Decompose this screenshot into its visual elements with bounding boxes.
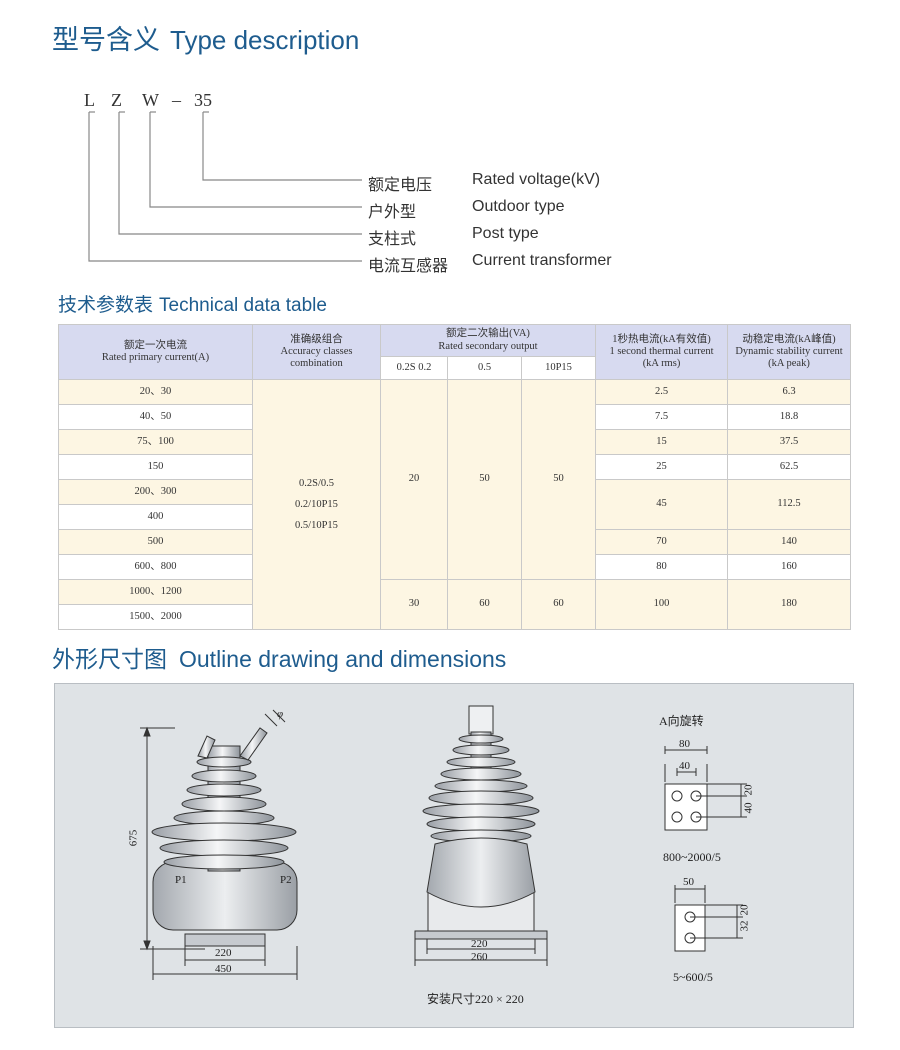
header-sub-02s: 0.2S 0.2 xyxy=(380,356,448,380)
secondary-cell: 30 xyxy=(380,579,448,630)
width-220-label: 220 xyxy=(215,947,232,959)
range-800-2000-label: 800~2000/5 xyxy=(663,850,721,864)
primary-cell: 200、300 xyxy=(58,479,253,505)
primary-cell: 400 xyxy=(58,504,253,530)
header-dynamic: 动稳定电流(kA峰值)Dynamic stability current(kA … xyxy=(727,324,851,380)
header-thermal: 1秒热电流(kA有效值)1 second thermal current(kA … xyxy=(595,324,728,380)
outline-drawing-panel: 675 P1 P2 φ 220 450 220 260 安装尺寸220 × 22… xyxy=(54,683,854,1028)
title-cn: 型号含义 xyxy=(52,25,160,56)
code-letter-z: Z xyxy=(111,90,122,110)
p1-label: P1 xyxy=(175,874,187,886)
dim-20b-label: 20 xyxy=(738,904,751,916)
secondary-cell: 60 xyxy=(447,579,522,630)
outline-drawings xyxy=(140,705,747,980)
height-675-label: 675 xyxy=(127,829,140,847)
thermal-cell: 2.5 xyxy=(595,379,728,405)
header-sub-10p15: 10P15 xyxy=(521,356,596,380)
dim-20-label: 20 xyxy=(742,784,755,796)
thermal-cell: 100 xyxy=(595,579,728,630)
dim-50-label: 50 xyxy=(683,876,694,888)
dynamic-cell: 18.8 xyxy=(727,404,851,430)
header-sub-05: 0.5 xyxy=(447,356,522,380)
dynamic-cell: 140 xyxy=(727,529,851,555)
phi-label: φ xyxy=(277,708,284,720)
primary-cell: 150 xyxy=(58,454,253,480)
secondary-cell: 50 xyxy=(447,379,522,580)
title-en: Type description xyxy=(170,25,360,55)
dim-40v-label: 40 xyxy=(742,802,755,814)
secondary-cell: 20 xyxy=(380,379,448,580)
code-letter-w: W xyxy=(142,90,159,110)
a-rotation-label: A向旋转 xyxy=(659,714,704,728)
hole-layout-5-600 xyxy=(674,885,743,952)
thermal-cell: 70 xyxy=(595,529,728,555)
primary-cell: 40、50 xyxy=(58,404,253,430)
dynamic-cell: 6.3 xyxy=(727,379,851,405)
range-5-600-label: 5~600/5 xyxy=(673,970,713,984)
dim-80-label: 80 xyxy=(679,738,690,750)
primary-cell: 500 xyxy=(58,529,253,555)
primary-cell: 1500、2000 xyxy=(58,604,253,630)
secondary-cell: 60 xyxy=(521,579,596,630)
thermal-cell: 25 xyxy=(595,454,728,480)
dynamic-cell: 112.5 xyxy=(727,479,851,530)
primary-cell: 75、100 xyxy=(58,429,253,455)
front-view xyxy=(414,705,548,966)
secondary-cell: 50 xyxy=(521,379,596,580)
dynamic-cell: 160 xyxy=(727,554,851,580)
primary-cell: 20、30 xyxy=(58,379,253,405)
header-secondary: 额定二次输出(VA)Rated secondary output xyxy=(380,324,596,357)
install-size-label: 安装尺寸220 × 220 xyxy=(427,992,524,1006)
thermal-cell: 45 xyxy=(595,479,728,530)
model-code-leader-lines xyxy=(88,111,362,262)
dynamic-cell: 180 xyxy=(727,579,851,630)
code-voltage: 35 xyxy=(194,90,212,110)
thermal-cell: 15 xyxy=(595,429,728,455)
front-220-label: 220 xyxy=(471,938,488,950)
p2-label: P2 xyxy=(280,874,292,886)
width-450-label: 450 xyxy=(215,963,232,975)
hole-layout-800-2000 xyxy=(664,746,747,831)
thermal-cell: 7.5 xyxy=(595,404,728,430)
type-description-title: 型号含义 Type description xyxy=(52,18,359,57)
primary-cell: 600、800 xyxy=(58,554,253,580)
dim-40-label: 40 xyxy=(679,760,690,772)
primary-cell: 1000、1200 xyxy=(58,579,253,605)
side-view xyxy=(140,709,298,980)
dynamic-cell: 37.5 xyxy=(727,429,851,455)
thermal-cell: 80 xyxy=(595,554,728,580)
dim-32-label: 32 xyxy=(738,920,751,932)
front-260-label: 260 xyxy=(471,951,488,963)
code-letter-l: L xyxy=(84,90,95,110)
dynamic-cell: 62.5 xyxy=(727,454,851,480)
code-dash: – xyxy=(172,90,181,110)
